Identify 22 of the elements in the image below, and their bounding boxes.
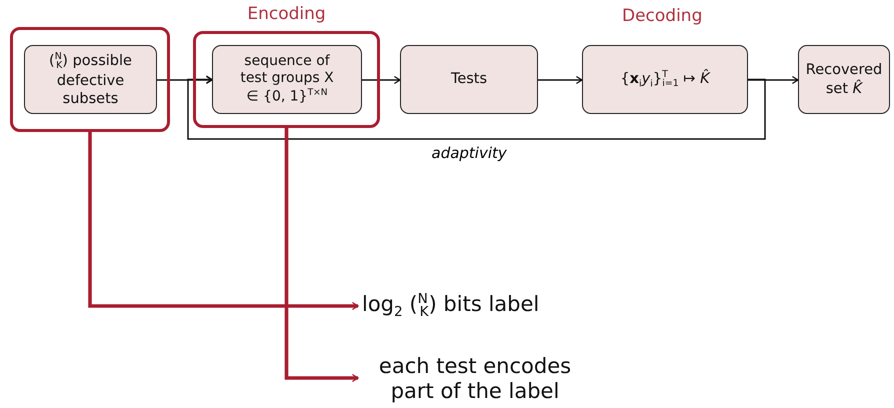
node-text: log$_{2}$ ($^{N}$$_{K}$) bits label — [362, 291, 540, 321]
arrow — [538, 76, 583, 84]
leader-arrow — [88, 132, 359, 310]
process-box — [24, 45, 157, 114]
group-heading: Decoding — [622, 6, 702, 26]
highlight-frame — [10, 27, 170, 132]
process-box — [582, 45, 748, 114]
arrow — [187, 75, 766, 140]
node-text: Recovered set K̂ — [806, 61, 882, 98]
leader-arrow — [284, 128, 359, 382]
process-box — [400, 45, 538, 114]
arrow — [362, 76, 401, 84]
node-text: ($^{N}$$_{K}$) possible defective subsets — [48, 50, 133, 108]
node-text: sequence of test groups X ∈ {0, 1}$^{T×N}$ — [239, 52, 335, 106]
node-text: {x$_{i}$y$_{i}$}$^{T}$$_{i=1}$ ↦ K̂ — [620, 68, 710, 90]
group-heading: Encoding — [246, 4, 327, 24]
process-box — [212, 45, 362, 114]
process-box — [798, 45, 890, 114]
node-text: Tests — [450, 70, 488, 89]
arrow — [748, 76, 799, 84]
arrow — [157, 76, 213, 84]
node-text: each test encodes part of the label — [378, 354, 572, 404]
